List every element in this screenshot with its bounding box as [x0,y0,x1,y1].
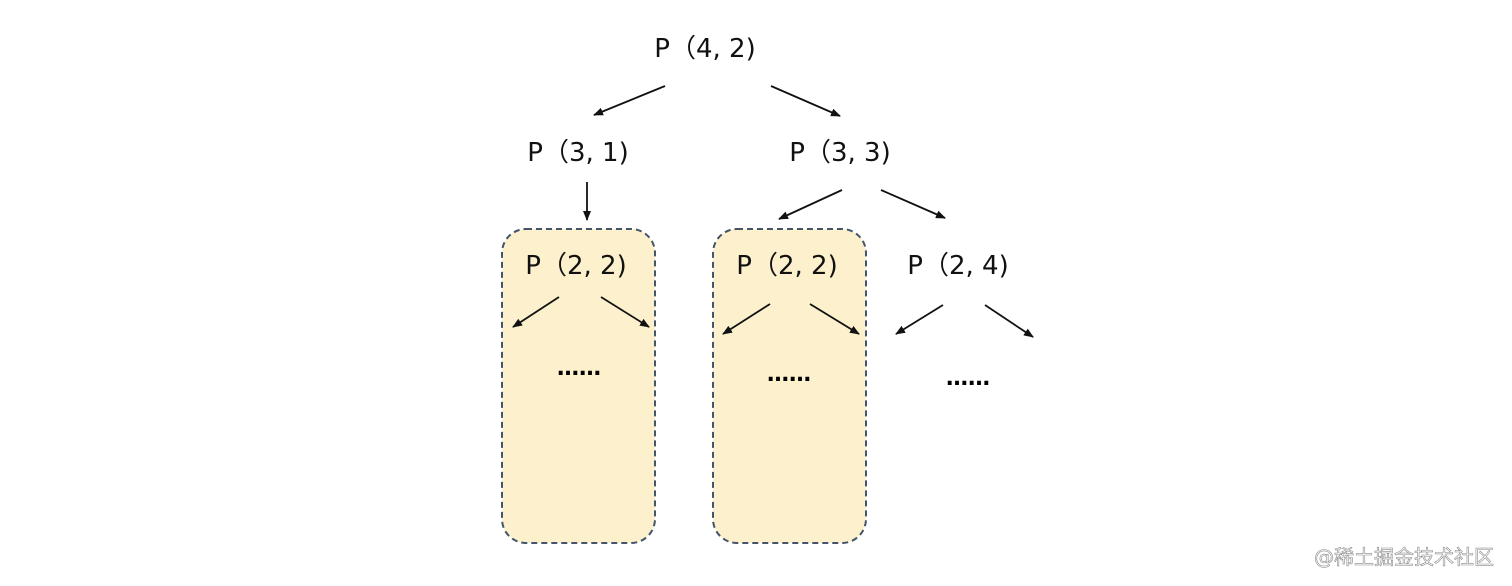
edge-box1-left [512,296,560,328]
node-root: P（4, 2) [654,34,755,64]
watermark: @稀土掘金技术社区 [1314,545,1494,569]
edge-box1-right [600,296,650,328]
edge-root-left [593,85,666,116]
edge-right-right [880,189,946,219]
continuation-open: …… [946,366,990,391]
edge-box2-right [809,303,860,335]
node-left-grandchild: P（2, 2) [525,251,626,281]
continuation-box2: …… [767,362,811,387]
edge-root-right [770,85,841,117]
edge-open-right [984,304,1034,338]
node-left-child: P（3, 1) [527,138,628,168]
node-right-child: P（3, 3) [789,138,890,168]
edge-open-left [895,304,944,335]
edge-box2-left [722,303,771,335]
node-right-grandchild: P（2, 4) [907,251,1008,281]
node-middle-grandchild: P（2, 2) [736,251,837,281]
highlight-box-middle [712,228,867,544]
continuation-box1: …… [557,356,601,381]
edge-right-left [778,189,843,220]
tree-edges [512,85,1034,338]
